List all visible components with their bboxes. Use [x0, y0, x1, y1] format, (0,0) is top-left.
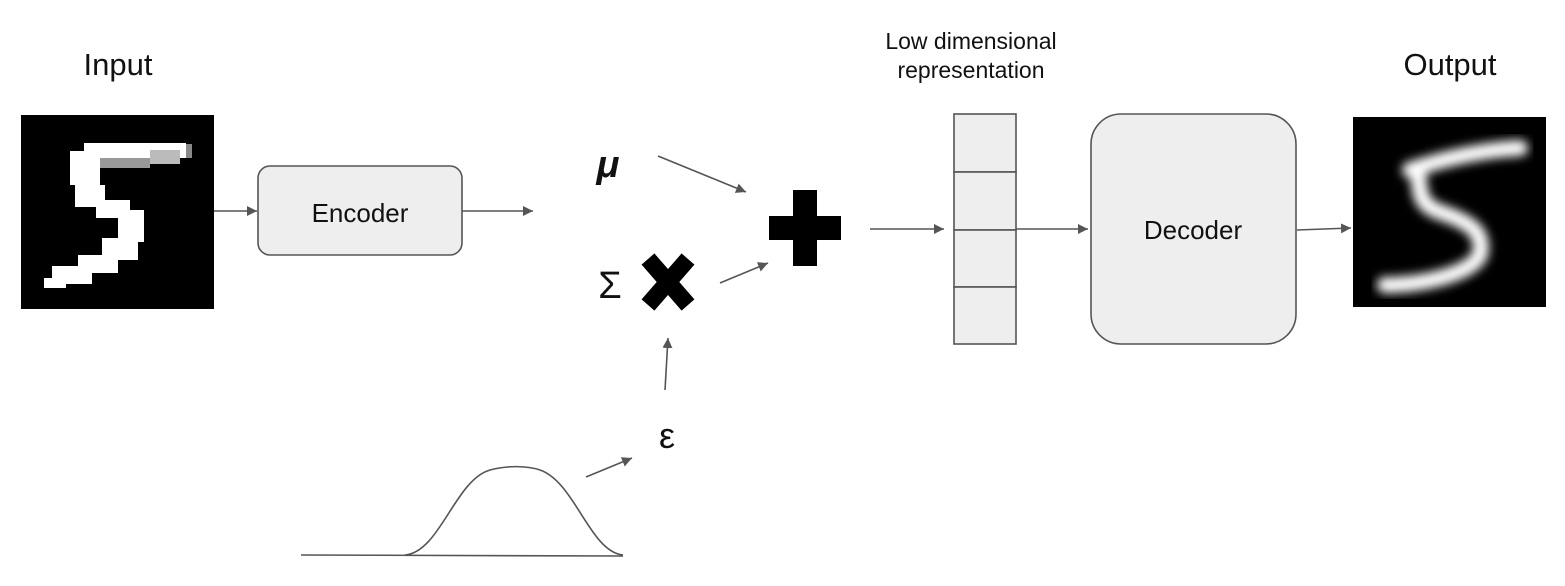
decoder-box: [1090, 113, 1297, 345]
latent-label-line2: representation: [897, 57, 1044, 83]
plus-icon: [769, 190, 841, 266]
arrow-mu-plus: [657, 155, 747, 193]
mu-symbol: μ: [596, 144, 620, 186]
output-title: Output: [1403, 47, 1496, 82]
latent-label-line1: Low dimensional: [885, 28, 1056, 54]
encoder-label: Encoder: [312, 198, 409, 228]
sigma-symbol: Σ: [598, 265, 622, 307]
epsilon-symbol: ε: [659, 415, 675, 456]
input-title: Input: [84, 47, 153, 82]
latent-cell: [953, 113, 1017, 173]
latent-cell: [953, 171, 1017, 231]
arrow-multiply-plus: [719, 262, 769, 284]
latent-cell: [953, 229, 1017, 288]
multiply-icon: [641, 253, 695, 311]
latent-vector: [953, 113, 1017, 345]
input-image: [21, 115, 214, 309]
arrow-gaussian-epsilon: [585, 457, 633, 478]
arrow-epsilon-multiply: [662, 337, 673, 391]
arrow-decoder-output: [1296, 223, 1352, 234]
decoder-label: Decoder: [1144, 215, 1243, 245]
gaussian-curve: [300, 465, 624, 557]
latent-cell: [953, 286, 1017, 345]
output-image: [1353, 117, 1546, 307]
